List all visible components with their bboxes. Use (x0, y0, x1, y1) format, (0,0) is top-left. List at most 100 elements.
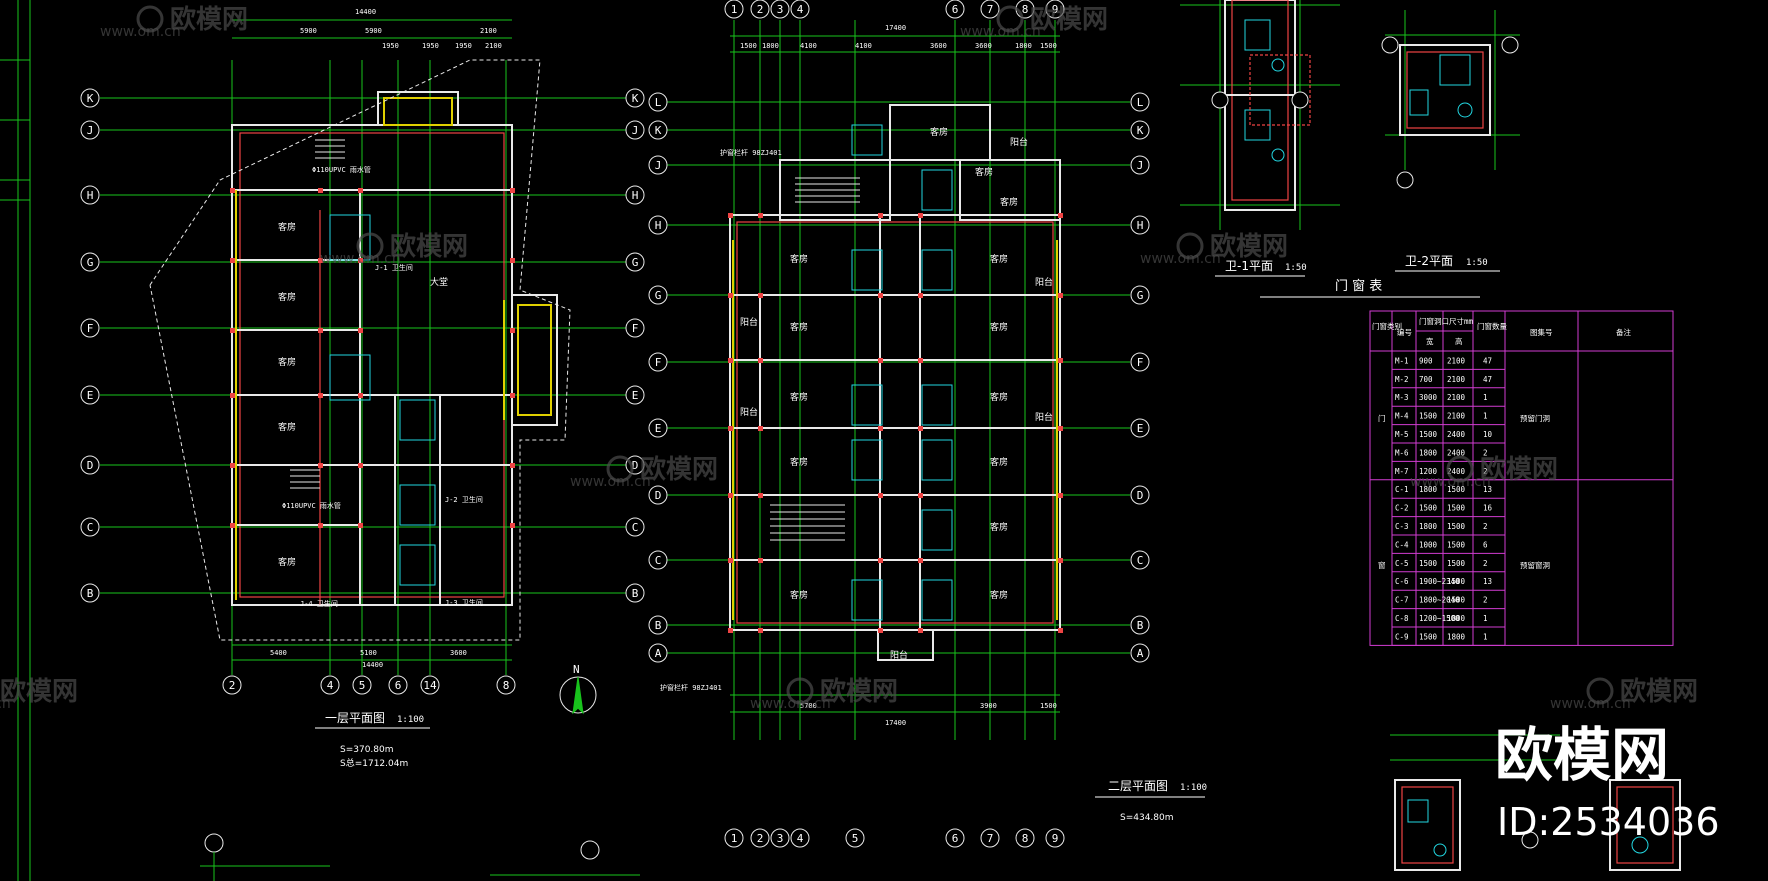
table-cell: 2100 (1447, 393, 1466, 402)
axis-label: 9 (1052, 3, 1059, 16)
axis-bubble: K (648, 120, 668, 140)
axis-label: 14 (423, 679, 437, 692)
toilet-detail-3 (1390, 734, 1681, 871)
plan2-dim: 3600 (975, 42, 992, 50)
table-cell: 1500 (1447, 596, 1466, 605)
plan2-room-label: 客房 (990, 456, 1008, 468)
axis-label: 2 (229, 679, 236, 692)
axis-bubble: 6 (388, 675, 408, 695)
axis-label: H (1137, 219, 1144, 232)
axis-bubble: 6 (945, 828, 965, 848)
plan2-room-label: 客房 (790, 456, 808, 468)
plan2-room-label: 客房 (975, 166, 993, 178)
plan1-columns (230, 188, 515, 528)
plan2-balcony: 阳台 (740, 406, 758, 418)
table-cell: 13 (1483, 577, 1492, 586)
plan2-balcony: 阳台 (1035, 411, 1053, 423)
axis-label: L (655, 96, 662, 109)
plan2-balcony: 阳台 (1035, 276, 1053, 288)
axis-bubble: 1 (724, 0, 744, 19)
plan2-dim: 17400 (885, 24, 906, 32)
watermark-url: www.om.cn (1140, 251, 1221, 267)
axis-bubble: C (625, 517, 645, 537)
axis-label: H (632, 189, 639, 202)
axis-bubble: G (1130, 285, 1150, 305)
plan2-room-label: 客房 (990, 391, 1008, 403)
axis-label: 7 (987, 3, 994, 16)
table-cell: 2100 (1447, 412, 1466, 421)
watermark-url: www.om.cn (1410, 474, 1491, 490)
table-cell: 2 (1483, 448, 1488, 457)
axis-label: H (655, 219, 662, 232)
plan2-room-label: 客房 (990, 589, 1008, 601)
plan2-balcony: 阳台 (740, 316, 758, 328)
table-cell: 1200 (1419, 467, 1438, 476)
table-title: 门 窗 表 (1335, 278, 1382, 294)
table-cell: 3000 (1419, 393, 1438, 402)
axis-label: D (87, 459, 94, 472)
axis-bubble: F (1130, 352, 1150, 372)
table-category: 预留门洞 (1520, 413, 1550, 423)
axis-label: C (655, 554, 662, 567)
table-subheader: 宽 (1426, 336, 1434, 346)
axis-label: K (87, 92, 94, 105)
table-cell: 47 (1483, 375, 1492, 384)
brand-block: 欧模网 ID:2534036 (1495, 721, 1720, 844)
axis-bubble: 2 (750, 0, 770, 19)
axis-bubble: E (648, 418, 668, 438)
axis-bubble: B (1130, 615, 1150, 635)
table-cell: 2 (1483, 559, 1488, 568)
axis-bubble: 8 (496, 675, 516, 695)
table-cell: 1000 (1419, 540, 1438, 549)
watermark-logo: 欧模网 (1480, 454, 1558, 485)
axis-label: C (1137, 554, 1144, 567)
axis-label: 2 (757, 3, 764, 16)
axis-label: 3 (777, 3, 784, 16)
north-label: N (573, 663, 580, 676)
table-cell: 1 (1483, 614, 1488, 623)
table-subheader: 高 (1455, 336, 1463, 346)
axis-label: D (655, 489, 662, 502)
plan2-dim: 3600 (930, 42, 947, 50)
plan2-room-label: 客房 (990, 321, 1008, 333)
axis-bubble: D (648, 485, 668, 505)
watermark-logo: 欧模网 (1620, 676, 1698, 707)
plan1-note: J-2 卫生间 (445, 495, 483, 504)
watermark-logo: 欧模网 (1210, 231, 1288, 262)
plan2-room-label: 客房 (1000, 196, 1018, 208)
plan2-dim: 1500 (1040, 702, 1057, 710)
table-cell: 16 (1483, 504, 1493, 513)
table-cell: 1500 (1447, 522, 1466, 531)
axis-bubble: 6 (945, 0, 965, 19)
toilet1-scale: 1:50 (1285, 263, 1307, 273)
table-cell: 10 (1483, 430, 1493, 439)
table-cell: 2 (1483, 467, 1488, 476)
plan2-dim: 4100 (855, 42, 872, 50)
axis-label: F (655, 356, 662, 369)
axis-label: G (632, 256, 639, 269)
plan2-dim: 1800 (1015, 42, 1032, 50)
watermark-logo: 欧模网 (1030, 4, 1108, 35)
table-cell: 47 (1483, 356, 1492, 365)
axis-bubble: K (1130, 120, 1150, 140)
axis-label: H (87, 189, 94, 202)
plan1-dim: 14400 (355, 8, 376, 16)
plan2-dim: 1800 (762, 42, 779, 50)
plan2-note: 护窗栏杆 98ZJ401 (660, 683, 722, 692)
axis-bubble: 9 (1045, 828, 1065, 848)
table-cell: 900 (1419, 356, 1433, 365)
table-cell: M-4 (1395, 412, 1409, 421)
plan1-room-label: 客房 (278, 356, 296, 368)
plan1-total-area: S总=1712.04m (340, 757, 408, 769)
axis-label: J (1137, 159, 1144, 172)
plan2-dim: 1500 (740, 42, 757, 50)
axis-bubble: 4 (790, 0, 810, 19)
axis-bubble: G (80, 252, 100, 272)
table-category: 门 (1378, 414, 1386, 423)
table-cell: M-6 (1395, 448, 1409, 457)
axis-bubble: H (648, 215, 668, 235)
axis-label: B (87, 587, 94, 600)
